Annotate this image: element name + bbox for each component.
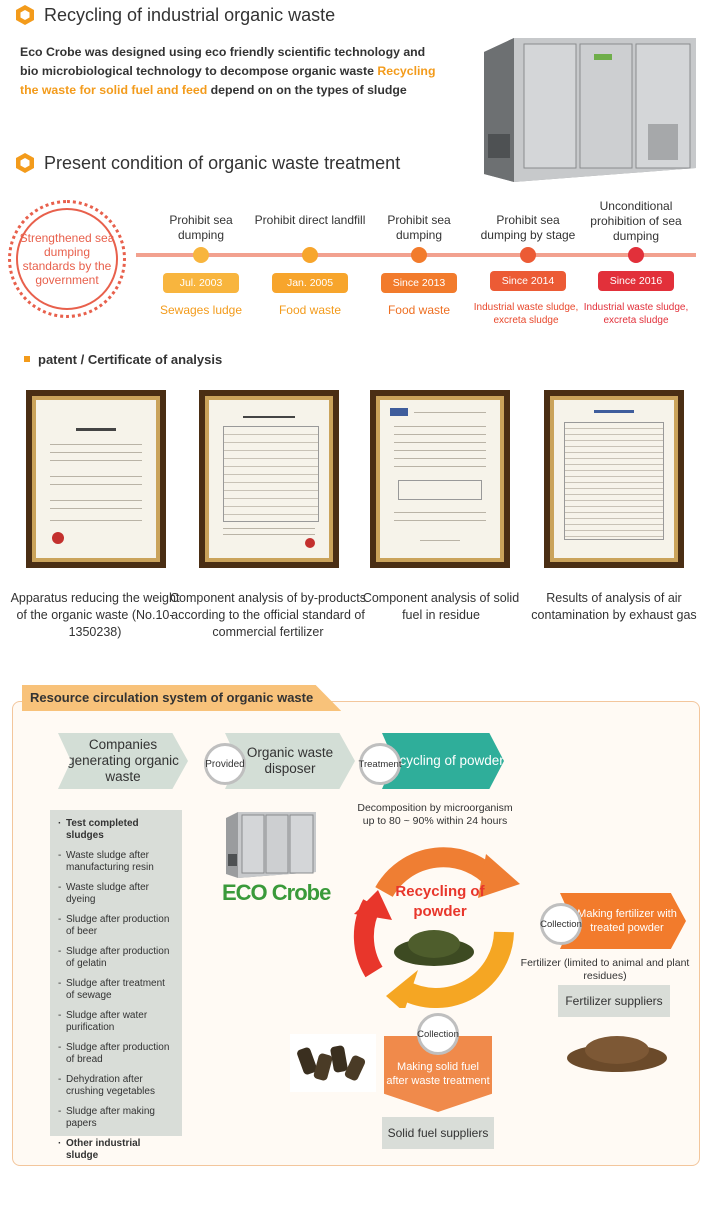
timeline-label: Prohibit sea dumping (169, 213, 233, 242)
collection-circle: Collection (417, 1013, 459, 1055)
section-title: Recycling of industrial organic waste (44, 4, 336, 25)
timeline-date: Since 2016 (598, 271, 674, 291)
sludge-list: Test completed sludges Waste sludge afte… (50, 810, 182, 1161)
government-badge: Strengthened sea dumping standards by th… (8, 200, 126, 318)
government-badge-text: Strengthened sea dumping standards by th… (19, 231, 115, 287)
certificate-paper (376, 396, 504, 562)
pellets-image (290, 1034, 376, 1092)
timeline-dot (628, 247, 644, 263)
timeline-dot (302, 247, 318, 263)
list-item: Other industrial sludge (58, 1138, 174, 1162)
section-heading-present-condition: Present condition of organic waste treat… (14, 152, 400, 174)
timeline-dot (193, 247, 209, 263)
collection-circle: Collection (540, 903, 582, 945)
list-item: Test completed sludges (58, 818, 174, 842)
list-item: Sludge after production of beer (58, 914, 174, 938)
eco-crobe-logo: ECO Crobe (222, 880, 331, 905)
fertilizer-note: Fertilizer (limited to animal and plant … (520, 957, 690, 982)
intro-paragraph: Eco Crobe was designed using eco friendl… (20, 43, 440, 100)
certificate-image (544, 390, 684, 568)
bullet-square (24, 356, 30, 362)
intro-highlight: Recycling the waste for solid fuel and f… (20, 64, 436, 97)
timeline-waste: Industrial waste sludge, excreta sludge (473, 302, 579, 326)
solid-fuel-suppliers: Solid fuel suppliers (382, 1117, 494, 1149)
timeline-date: Jul. 2003 (163, 273, 239, 293)
intro-text-end: depend on on the types of sludge (207, 83, 407, 97)
list-item: Sludge after water purification (58, 1010, 174, 1034)
provided-circle: Provided (204, 743, 246, 785)
list-item: Waste sludge after manufacturing resin (58, 850, 174, 874)
certificate-caption: Apparatus reducing the weight of the org… (10, 591, 180, 639)
timeline-waste: Industrial waste sludge, excreta sludge (583, 302, 689, 326)
hexagon-icon (14, 4, 36, 26)
timeline-date: Since 2014 (490, 271, 566, 291)
companies-step: Companies generating organic waste (58, 733, 188, 789)
timeline-label: Prohibit direct landfill (254, 213, 366, 227)
certificate-paper (550, 396, 678, 562)
certificate-image (370, 390, 510, 568)
list-item: Sludge after making papers (58, 1106, 174, 1130)
list-item: Sludge after treatment of sewage (58, 978, 174, 1002)
timeline-waste: Food waste (278, 303, 342, 317)
certificate-caption: Results of analysis of air contamination… (531, 591, 697, 622)
list-item: Dehydration after crushing vegetables (58, 1074, 174, 1098)
timeline-label: Prohibit sea dumping (387, 213, 451, 242)
list-item: Sludge after production of gelatin (58, 946, 174, 970)
section-title: Present condition of organic waste treat… (44, 152, 401, 173)
government-badge-inner: Strengthened sea dumping standards by th… (16, 208, 118, 310)
certificate-paper (205, 396, 333, 562)
timeline-dot (411, 247, 427, 263)
timeline-waste: Food waste (387, 303, 451, 317)
patent-title: patent / Certificate of analysis (38, 352, 223, 367)
certificate-paper (32, 396, 160, 562)
intro-text: Eco Crobe was designed using eco friendl… (20, 45, 426, 78)
fertilizer-image (562, 1022, 672, 1078)
certificate-caption: Component analysis of solid fuel in resi… (362, 591, 520, 622)
treatment-circle: Treatment (359, 743, 401, 785)
timeline-dot (520, 247, 536, 263)
list-item: Sludge after production of bread (58, 1042, 174, 1066)
timeline-date: Jan. 2005 (272, 273, 348, 293)
recycling-cycle-diagram (344, 832, 534, 1012)
certificate-image (199, 390, 339, 568)
cycle-label: Recycling of powder (395, 883, 485, 920)
timeline-label: Unconditional prohibition of sea dumping (590, 199, 682, 243)
disposer-machine-image (222, 808, 318, 880)
hexagon-icon (14, 152, 36, 174)
circulation-title: Resource circulation system of organic w… (22, 685, 342, 711)
certificate-image (26, 390, 166, 568)
timeline-date: Since 2013 (381, 273, 457, 293)
timeline-waste: Sewages ludge (159, 303, 243, 317)
certificate-caption: Component analysis of by-products accord… (170, 591, 366, 639)
solid-fuel-label: Making solid fuel after waste treatment (386, 1061, 490, 1087)
timeline-label: Prohibit sea dumping by stage (480, 213, 576, 242)
disposer-step: Organic waste disposer (225, 733, 355, 789)
decomposition-note: Decomposition by microorganism up to 80 … (357, 802, 513, 827)
recycling-step: Recycling of powder (382, 733, 504, 789)
section-heading-recycling: Recycling of industrial organic waste (14, 4, 335, 26)
powder-image (392, 922, 476, 972)
list-item: Waste sludge after dyeing (58, 882, 174, 906)
machine-image (474, 34, 702, 186)
fertilizer-suppliers: Fertilizer suppliers (558, 985, 670, 1017)
